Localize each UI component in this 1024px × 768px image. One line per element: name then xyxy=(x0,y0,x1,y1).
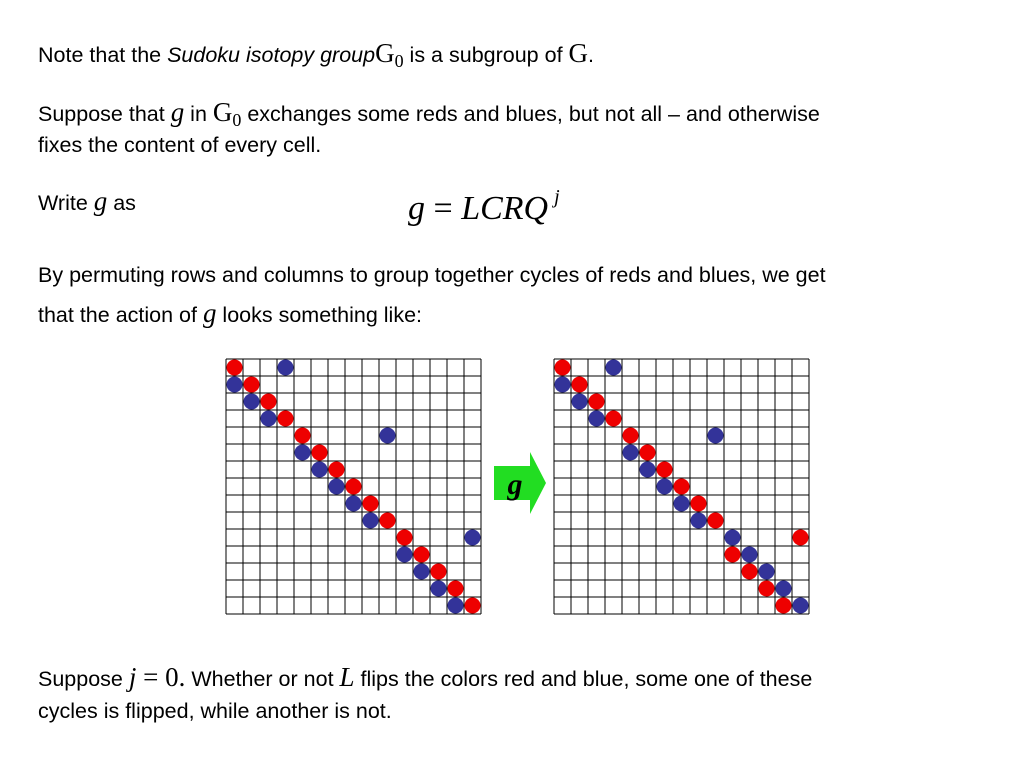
blue-dot xyxy=(362,512,379,529)
red-dot xyxy=(447,580,464,597)
red-dot xyxy=(588,393,605,410)
red-dot xyxy=(792,529,809,546)
arrow-g-icon: g xyxy=(494,452,546,514)
blue-dot xyxy=(464,529,481,546)
paragraph-isotopy: Note that the Sudoku isotopy groupG0 is … xyxy=(38,38,594,71)
red-dot xyxy=(464,597,481,614)
red-dot xyxy=(396,529,413,546)
blue-dot xyxy=(588,410,605,427)
paragraph-suppose-g: Suppose that g in G0 exchanges some reds… xyxy=(38,97,820,130)
blue-dot xyxy=(622,444,639,461)
red-dot xyxy=(775,597,792,614)
red-dot xyxy=(294,427,311,444)
paragraph-permuting-line2: that the action of g looks something lik… xyxy=(38,298,422,328)
red-dot xyxy=(430,563,447,580)
red-dot xyxy=(413,546,430,563)
red-dot xyxy=(328,461,345,478)
red-dot xyxy=(673,478,690,495)
paragraph-write-g: Write g as xyxy=(38,186,136,216)
blue-dot xyxy=(294,444,311,461)
blue-dot xyxy=(656,478,673,495)
red-dot xyxy=(724,546,741,563)
red-dot xyxy=(226,359,243,376)
blue-dot xyxy=(707,427,724,444)
paragraph-suppose-j-line2: cycles is flipped, while another is not. xyxy=(38,699,392,723)
red-dot xyxy=(758,580,775,597)
red-dot xyxy=(379,512,396,529)
blue-dot xyxy=(639,461,656,478)
blue-dot xyxy=(243,393,260,410)
red-dot xyxy=(345,478,362,495)
blue-dot xyxy=(792,597,809,614)
red-dot xyxy=(260,393,277,410)
red-dot xyxy=(605,410,622,427)
red-dot xyxy=(243,376,260,393)
red-dot xyxy=(622,427,639,444)
blue-dot xyxy=(741,546,758,563)
blue-dot xyxy=(430,580,447,597)
blue-dot xyxy=(328,478,345,495)
red-dot xyxy=(554,359,571,376)
blue-dot xyxy=(605,359,622,376)
blue-dot xyxy=(345,495,362,512)
blue-dot xyxy=(260,410,277,427)
blue-dot xyxy=(379,427,396,444)
arrow-shape xyxy=(494,452,546,514)
blue-dot xyxy=(396,546,413,563)
blue-dot xyxy=(226,376,243,393)
blue-dot xyxy=(775,580,792,597)
red-dot xyxy=(362,495,379,512)
blue-dot xyxy=(311,461,328,478)
blue-dot xyxy=(724,529,741,546)
red-dot xyxy=(277,410,294,427)
arrow-label: g xyxy=(507,468,523,501)
paragraph-suppose-j: Suppose j = 0. Whether or not L flips th… xyxy=(38,662,813,692)
paragraph-permuting: By permuting rows and columns to group t… xyxy=(38,263,826,287)
red-dot xyxy=(707,512,724,529)
red-dot xyxy=(741,563,758,580)
red-dot xyxy=(656,461,673,478)
blue-dot xyxy=(690,512,707,529)
paragraph-suppose-g-line2: fixes the content of every cell. xyxy=(38,133,322,157)
red-dot xyxy=(571,376,588,393)
red-dot xyxy=(311,444,328,461)
red-dot xyxy=(639,444,656,461)
blue-dot xyxy=(673,495,690,512)
grid-before xyxy=(225,358,482,615)
red-dot xyxy=(690,495,707,512)
blue-dot xyxy=(413,563,430,580)
blue-dot xyxy=(277,359,294,376)
blue-dot xyxy=(571,393,588,410)
blue-dot xyxy=(758,563,775,580)
grid-after xyxy=(553,358,810,615)
blue-dot xyxy=(447,597,464,614)
blue-dot xyxy=(554,376,571,393)
